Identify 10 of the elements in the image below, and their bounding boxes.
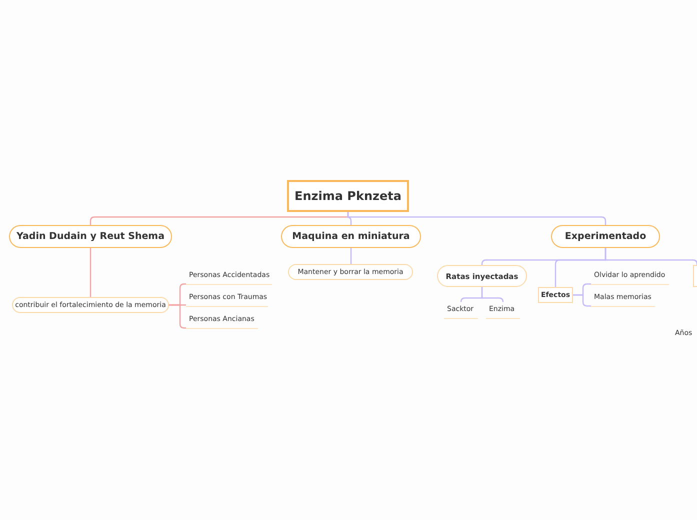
connector-line — [604, 248, 697, 265]
topic-box: Maquina en miniatura — [281, 225, 421, 248]
connector-line — [347, 212, 606, 225]
connector-line — [90, 248, 92, 297]
connector-line — [350, 248, 352, 264]
topic-box: Yadin Dudain y Reut Shema — [9, 225, 172, 248]
title-box: Enzima Pknzeta — [287, 180, 409, 212]
connector-line — [573, 294, 591, 307]
connector-line — [481, 287, 504, 303]
topic-box: Experimentado — [551, 225, 660, 248]
